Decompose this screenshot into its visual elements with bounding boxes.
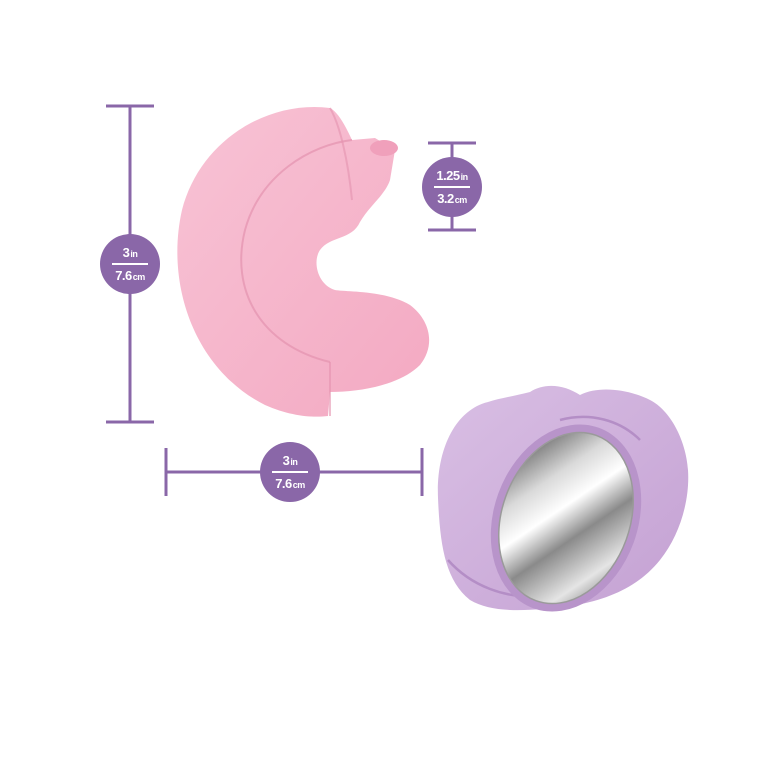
height-dimension-badge: 3in 7.6cm xyxy=(100,234,160,294)
width-metric-value: 7.6 xyxy=(275,475,292,491)
opening-imperial-unit: in xyxy=(460,172,469,183)
width-imperial-unit: in xyxy=(290,457,298,468)
height-imperial-unit: in xyxy=(130,249,138,260)
height-metric-unit: cm xyxy=(132,271,146,282)
opening-metric-unit: cm xyxy=(454,194,468,205)
badge-divider xyxy=(434,186,470,188)
width-metric-unit: cm xyxy=(292,479,306,490)
lavender-metal-plate-product xyxy=(437,385,689,612)
badge-divider xyxy=(272,471,308,473)
opening-imperial-value: 1.25 xyxy=(436,168,460,184)
width-dimension-badge: 3in 7.6cm xyxy=(260,442,320,502)
opening-dimension-badge: 1.25in 3.2cm xyxy=(422,157,482,217)
opening-metric-value: 3.2 xyxy=(437,190,454,206)
height-metric-value: 7.6 xyxy=(115,267,132,283)
width-imperial-value: 3 xyxy=(282,453,290,469)
height-imperial-value: 3 xyxy=(122,245,130,261)
pink-crescent-product xyxy=(177,106,430,417)
badge-divider xyxy=(112,263,148,265)
